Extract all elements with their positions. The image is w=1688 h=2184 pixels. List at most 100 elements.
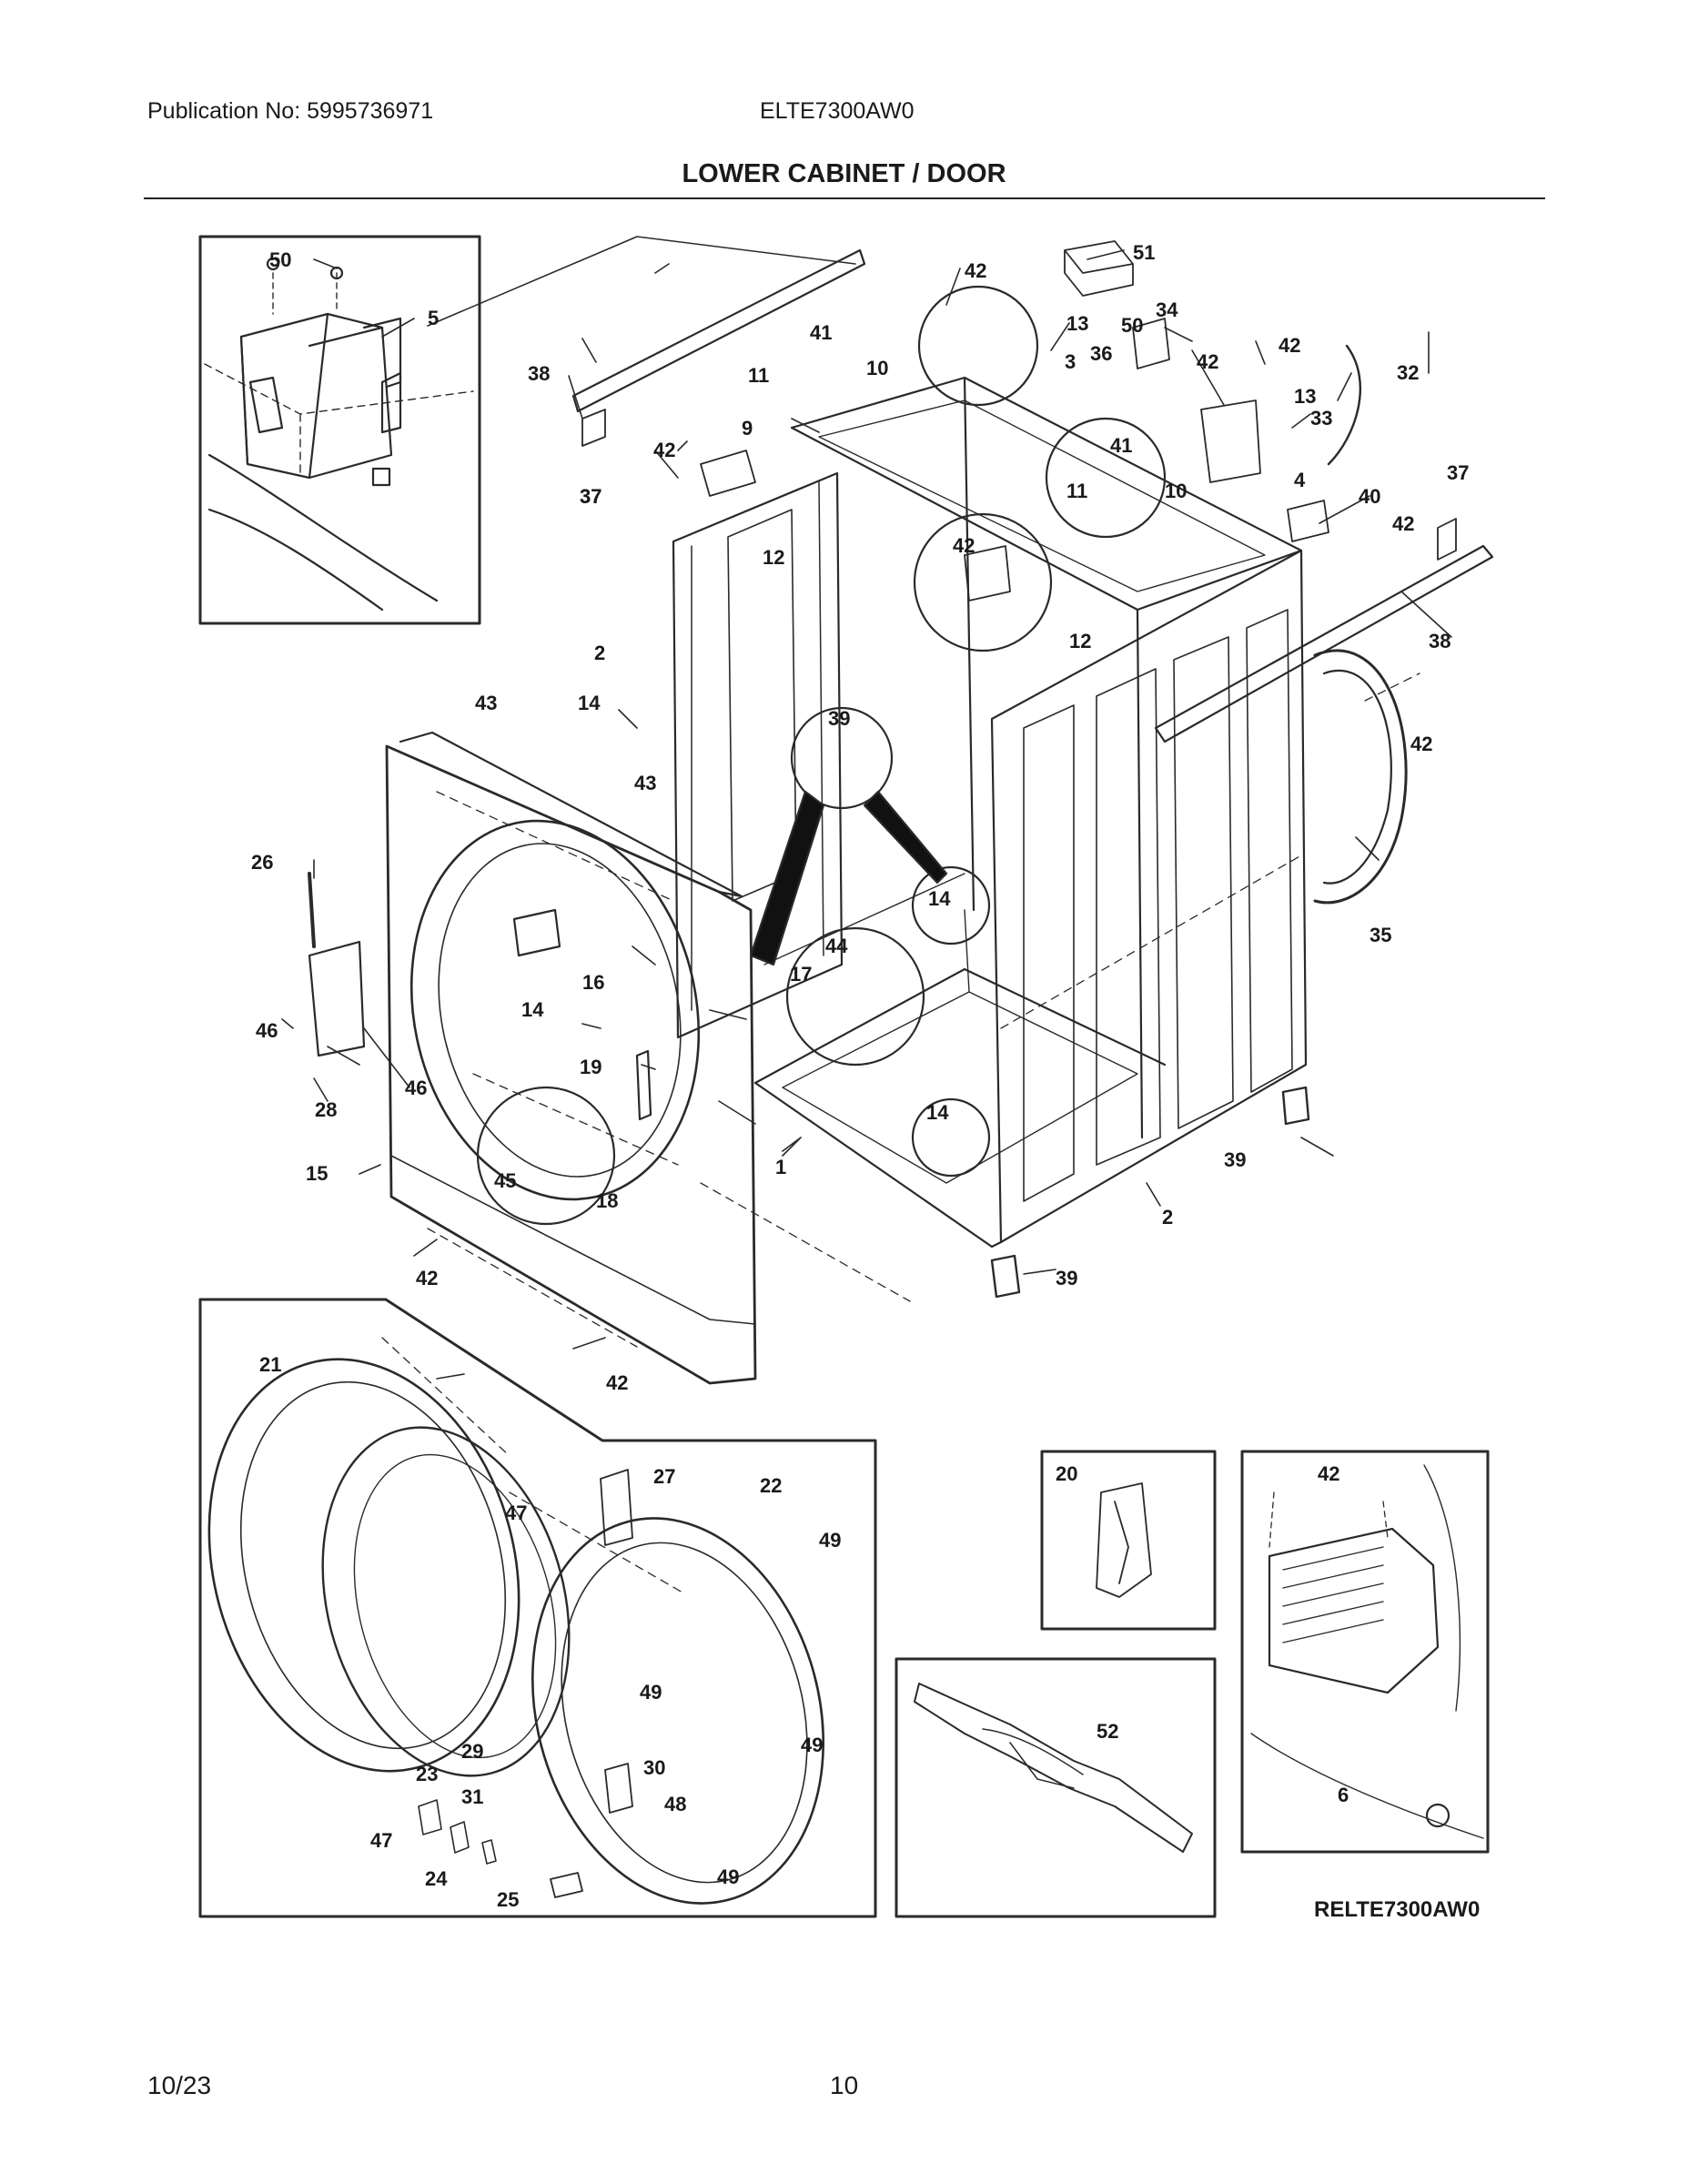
model-number: ELTE7300AW0: [760, 98, 915, 124]
part-20-drawing: [1096, 1482, 1152, 1598]
callout-29: 29: [461, 1740, 483, 1763]
inset-door-assembly: [198, 1298, 877, 1918]
callout-51: 51: [1133, 241, 1155, 264]
callout-46: 46: [405, 1077, 427, 1099]
callout-42: 42: [1318, 1462, 1339, 1485]
callout-22: 22: [760, 1474, 782, 1497]
part-6-drawing: [1250, 1464, 1484, 1839]
callout-24: 24: [425, 1867, 448, 1890]
callout-1: 1: [775, 1156, 786, 1178]
callout-34: 34: [1156, 298, 1178, 321]
callout-4: 4: [1294, 469, 1306, 491]
callout-47: 47: [370, 1829, 392, 1852]
callout-13: 13: [1294, 385, 1316, 408]
callout-36: 36: [1090, 342, 1112, 365]
callout-37: 37: [580, 485, 601, 508]
callout-31: 31: [461, 1785, 483, 1808]
callout-14: 14: [926, 1101, 949, 1124]
inset-part-6: [1240, 1450, 1490, 1854]
callout-25: 25: [497, 1888, 519, 1911]
diagram-reference-code: RELTE7300AW0: [1314, 1897, 1481, 1922]
callout-49: 49: [819, 1529, 841, 1552]
callout-32: 32: [1397, 361, 1419, 384]
callout-47: 47: [505, 1502, 527, 1524]
front-panel-outline: [385, 744, 757, 1385]
callout-3: 3: [1065, 350, 1076, 373]
part-52-drawing: [914, 1683, 1193, 1853]
callout-43: 43: [475, 692, 497, 714]
callout-11: 11: [748, 364, 769, 387]
callout-11: 11: [1066, 480, 1087, 502]
callout-37: 37: [1447, 461, 1469, 484]
inset-part-20: [1040, 1450, 1217, 1631]
callout-42: 42: [953, 534, 975, 557]
callout-14: 14: [578, 692, 601, 714]
page-number: 10: [830, 2071, 859, 2099]
callout-50: 50: [269, 248, 291, 271]
callout-labels: 50 5 38 37 42 41 11 10 13 50 34 51 3 36 …: [251, 241, 1469, 1911]
callout-30: 30: [643, 1756, 665, 1779]
callout-49: 49: [717, 1866, 739, 1888]
callout-39: 39: [1056, 1267, 1077, 1289]
control-board-drawing: [204, 257, 474, 612]
callout-49: 49: [640, 1681, 662, 1704]
callout-15: 15: [306, 1162, 328, 1185]
callout-9: 9: [742, 417, 753, 440]
callout-39: 39: [828, 707, 850, 730]
callout-5: 5: [428, 307, 439, 329]
callout-41: 41: [810, 321, 832, 344]
callout-41: 41: [1110, 434, 1132, 457]
inset-control-board: [198, 235, 481, 625]
callout-42: 42: [1197, 350, 1218, 373]
callout-19: 19: [580, 1056, 601, 1078]
callout-26: 26: [251, 851, 273, 874]
callout-42: 42: [606, 1371, 628, 1394]
callout-49: 49: [801, 1734, 823, 1756]
callout-20: 20: [1056, 1462, 1077, 1485]
callout-2: 2: [1162, 1206, 1173, 1228]
callout-16: 16: [582, 971, 604, 994]
callout-42: 42: [653, 439, 675, 461]
callout-42: 42: [965, 259, 986, 282]
callout-27: 27: [653, 1465, 675, 1488]
callout-38: 38: [528, 362, 550, 385]
callout-14: 14: [928, 887, 951, 910]
callout-10: 10: [1165, 480, 1187, 502]
callout-18: 18: [596, 1189, 618, 1212]
callout-6: 6: [1338, 1784, 1349, 1806]
callout-23: 23: [416, 1763, 438, 1785]
header-divider: [144, 197, 1545, 199]
callout-37: 37: [580, 485, 601, 508]
callout-35: 35: [1370, 924, 1391, 946]
callout-10: 10: [866, 357, 888, 379]
callout-48: 48: [664, 1793, 686, 1815]
callout-46: 46: [256, 1019, 278, 1042]
callout-45: 45: [494, 1169, 516, 1192]
callout-12: 12: [763, 546, 784, 569]
callout-28: 28: [315, 1098, 337, 1121]
door-assembly-drawing: [207, 1337, 825, 1905]
publication-number: Publication No: 5995736971: [147, 98, 434, 124]
callout-42: 42: [1279, 334, 1300, 357]
callout-52: 52: [1097, 1720, 1118, 1743]
callout-40: 40: [1359, 485, 1380, 508]
callout-42: 42: [1392, 512, 1414, 535]
footer-date: 10/23: [147, 2071, 212, 2099]
main-cabinet-drawing: [308, 240, 1494, 1385]
callout-39: 39: [1224, 1148, 1246, 1171]
callout-50: 50: [1121, 314, 1143, 337]
callout-44: 44: [825, 935, 848, 957]
callout-13: 13: [1066, 312, 1088, 335]
callout-43: 43: [634, 772, 656, 794]
callout-42: 42: [416, 1267, 438, 1289]
page-title: LOWER CABINET / DOOR: [682, 159, 1006, 188]
inset-part-52: [895, 1657, 1217, 1918]
callout-2: 2: [594, 642, 605, 664]
callout-33: 33: [1310, 407, 1332, 430]
callout-12: 12: [1069, 630, 1091, 652]
callout-42: 42: [1410, 733, 1432, 755]
callout-21: 21: [259, 1353, 281, 1376]
callout-14: 14: [521, 998, 544, 1021]
callout-38: 38: [1429, 630, 1450, 652]
